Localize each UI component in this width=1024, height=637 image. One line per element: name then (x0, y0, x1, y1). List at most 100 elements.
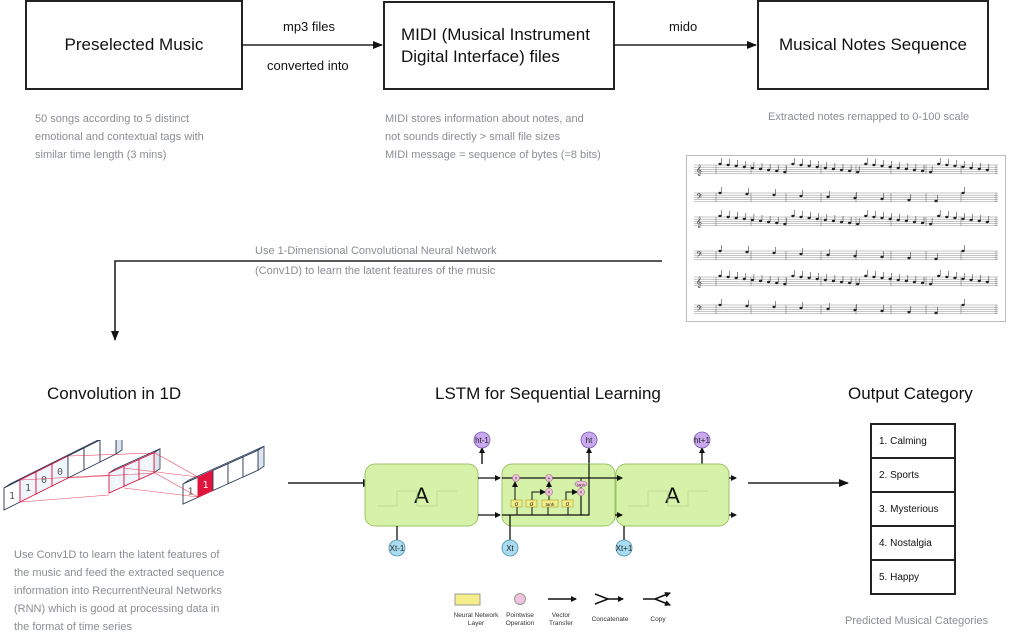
edge-label-converted-into: converted into (267, 58, 349, 73)
pointwise-op (577, 488, 585, 496)
preselected-music-label: Preselected Music (64, 35, 204, 54)
tensor-value: 1 (202, 480, 208, 491)
output-note: Predicted Musical Categories (845, 615, 989, 627)
note-notes-sequence: Extracted notes remapped to 0-100 scale (768, 111, 970, 123)
gate-label: σ (566, 502, 570, 508)
tanh-op (574, 480, 588, 488)
clef-icon: 𝄢 (696, 193, 703, 204)
conv-edge-label-below: (Conv1D) to learn the latent features of… (255, 265, 496, 277)
note-preselected-music: 50 songs according to 5 distinct emotion… (35, 113, 204, 161)
input-node (501, 539, 519, 557)
lstm-cell-label: A (665, 483, 680, 508)
faint-internals (377, 490, 457, 507)
input-node (615, 539, 633, 557)
kernel-projection (20, 474, 110, 481)
tensor-value: 1 (187, 487, 193, 498)
gate-label: tanh (546, 502, 555, 507)
legend-label-concatenate: Concatenate (591, 616, 629, 623)
input-gate-arrow (531, 489, 546, 500)
pointwise-op-label: + (548, 476, 551, 482)
tensor-strip: 11 (182, 445, 265, 505)
input-concat-line (502, 514, 582, 526)
hidden-state-node (473, 431, 491, 449)
conv-edge-label-above: Use 1-Dimensional Convolutional Neural N… (255, 245, 497, 257)
faint-internals (628, 490, 708, 507)
pointwise-operation-icon (514, 593, 526, 605)
pointwise-op (545, 488, 553, 496)
clef-icon: 𝄢 (696, 251, 703, 262)
concatenate-icon (594, 593, 624, 605)
category-item: 3. Mysterious (872, 493, 954, 527)
legend-label-pointwise-operation: Pointwise Operation (505, 612, 535, 627)
staff: 𝄢 (694, 245, 998, 262)
input-node (388, 539, 406, 557)
tensor-value: 0 (57, 467, 63, 478)
lstm-title: LSTM for Sequential Learning (435, 384, 661, 403)
staff: 𝄞 (694, 270, 998, 288)
kernel-projection (20, 494, 110, 503)
tensor-strip: 101 (108, 448, 161, 494)
lstm-cell: Aht+1Xt+1 (615, 431, 730, 557)
output-title: Output Category (848, 384, 973, 403)
hidden-state-label: ht-1 (475, 436, 489, 445)
hidden-state-node (693, 431, 711, 449)
pointwise-op-label: × (580, 490, 583, 496)
tensor-cell (67, 447, 85, 479)
tensor-cell (242, 449, 259, 478)
edge-label-mp3-files: mp3 files (283, 19, 336, 34)
tensor-value: 1 (9, 491, 15, 502)
midi-files-label: MIDI (Musical Instrument Digital Interfa… (401, 24, 590, 66)
output-path (580, 464, 590, 516)
category-item: 5. Happy (872, 561, 954, 595)
output-projection (154, 452, 199, 478)
notes-sequence-label: Musical Notes Sequence (778, 35, 968, 54)
edge-label-mido: mido (669, 19, 698, 34)
copy-icon (643, 592, 671, 606)
legend-label-copy: Copy (650, 616, 666, 623)
clef-icon: 𝄞 (696, 164, 702, 176)
kernel-projection (68, 472, 156, 479)
gate-layer (541, 499, 559, 508)
sheet-music-frame (686, 155, 1006, 322)
hidden-state-label: ht (586, 436, 593, 445)
neural-network-layer-icon (454, 593, 481, 606)
tanh-op-label: tanh (577, 482, 585, 487)
preselected-music-box: Preselected Music (25, 0, 243, 90)
output-projection (154, 472, 199, 498)
tensor-value: 1 (25, 483, 31, 494)
clef-icon: 𝄢 (696, 305, 703, 316)
gate-layer (510, 499, 523, 508)
lstm-legend-icons (454, 592, 671, 606)
staff: 𝄞 (694, 158, 998, 176)
hidden-state-node (580, 431, 598, 449)
category-item: 1. Calming (872, 425, 954, 459)
lstm-cell-body (501, 463, 616, 527)
clef-icon: 𝄞 (696, 216, 702, 228)
gate-layer (561, 499, 574, 508)
clef-icon: 𝄞 (696, 276, 702, 288)
tensor-cell (99, 440, 117, 463)
output-category-list: 1. Calming 2. Sports 3. Mysterious 4. No… (870, 423, 956, 595)
input-label: Xt-1 (390, 544, 405, 553)
kernel-projection (68, 452, 156, 457)
lstm-cell-label: A (414, 483, 429, 508)
staff: 𝄢 (694, 187, 998, 204)
midi-files-box: MIDI (Musical Instrument Digital Interfa… (383, 1, 615, 90)
category-item: 4. Nostalgia (872, 527, 954, 561)
edge-sheet-to-conv (111, 260, 662, 341)
legend-label-neural-network-layer: Neural Network Layer (453, 612, 499, 627)
pointwise-op (545, 474, 553, 482)
gate-label: σ (515, 502, 519, 508)
legend-label-vector-transfer: Vector Transfer (549, 612, 573, 627)
tensor-value: 0 (41, 475, 47, 486)
tensor-value: 1 (113, 476, 119, 487)
lstm-cell-body (615, 463, 730, 527)
input-label: Xt+1 (616, 544, 633, 553)
input-label: Xt (506, 544, 514, 553)
pointwise-op-label: × (548, 490, 551, 496)
